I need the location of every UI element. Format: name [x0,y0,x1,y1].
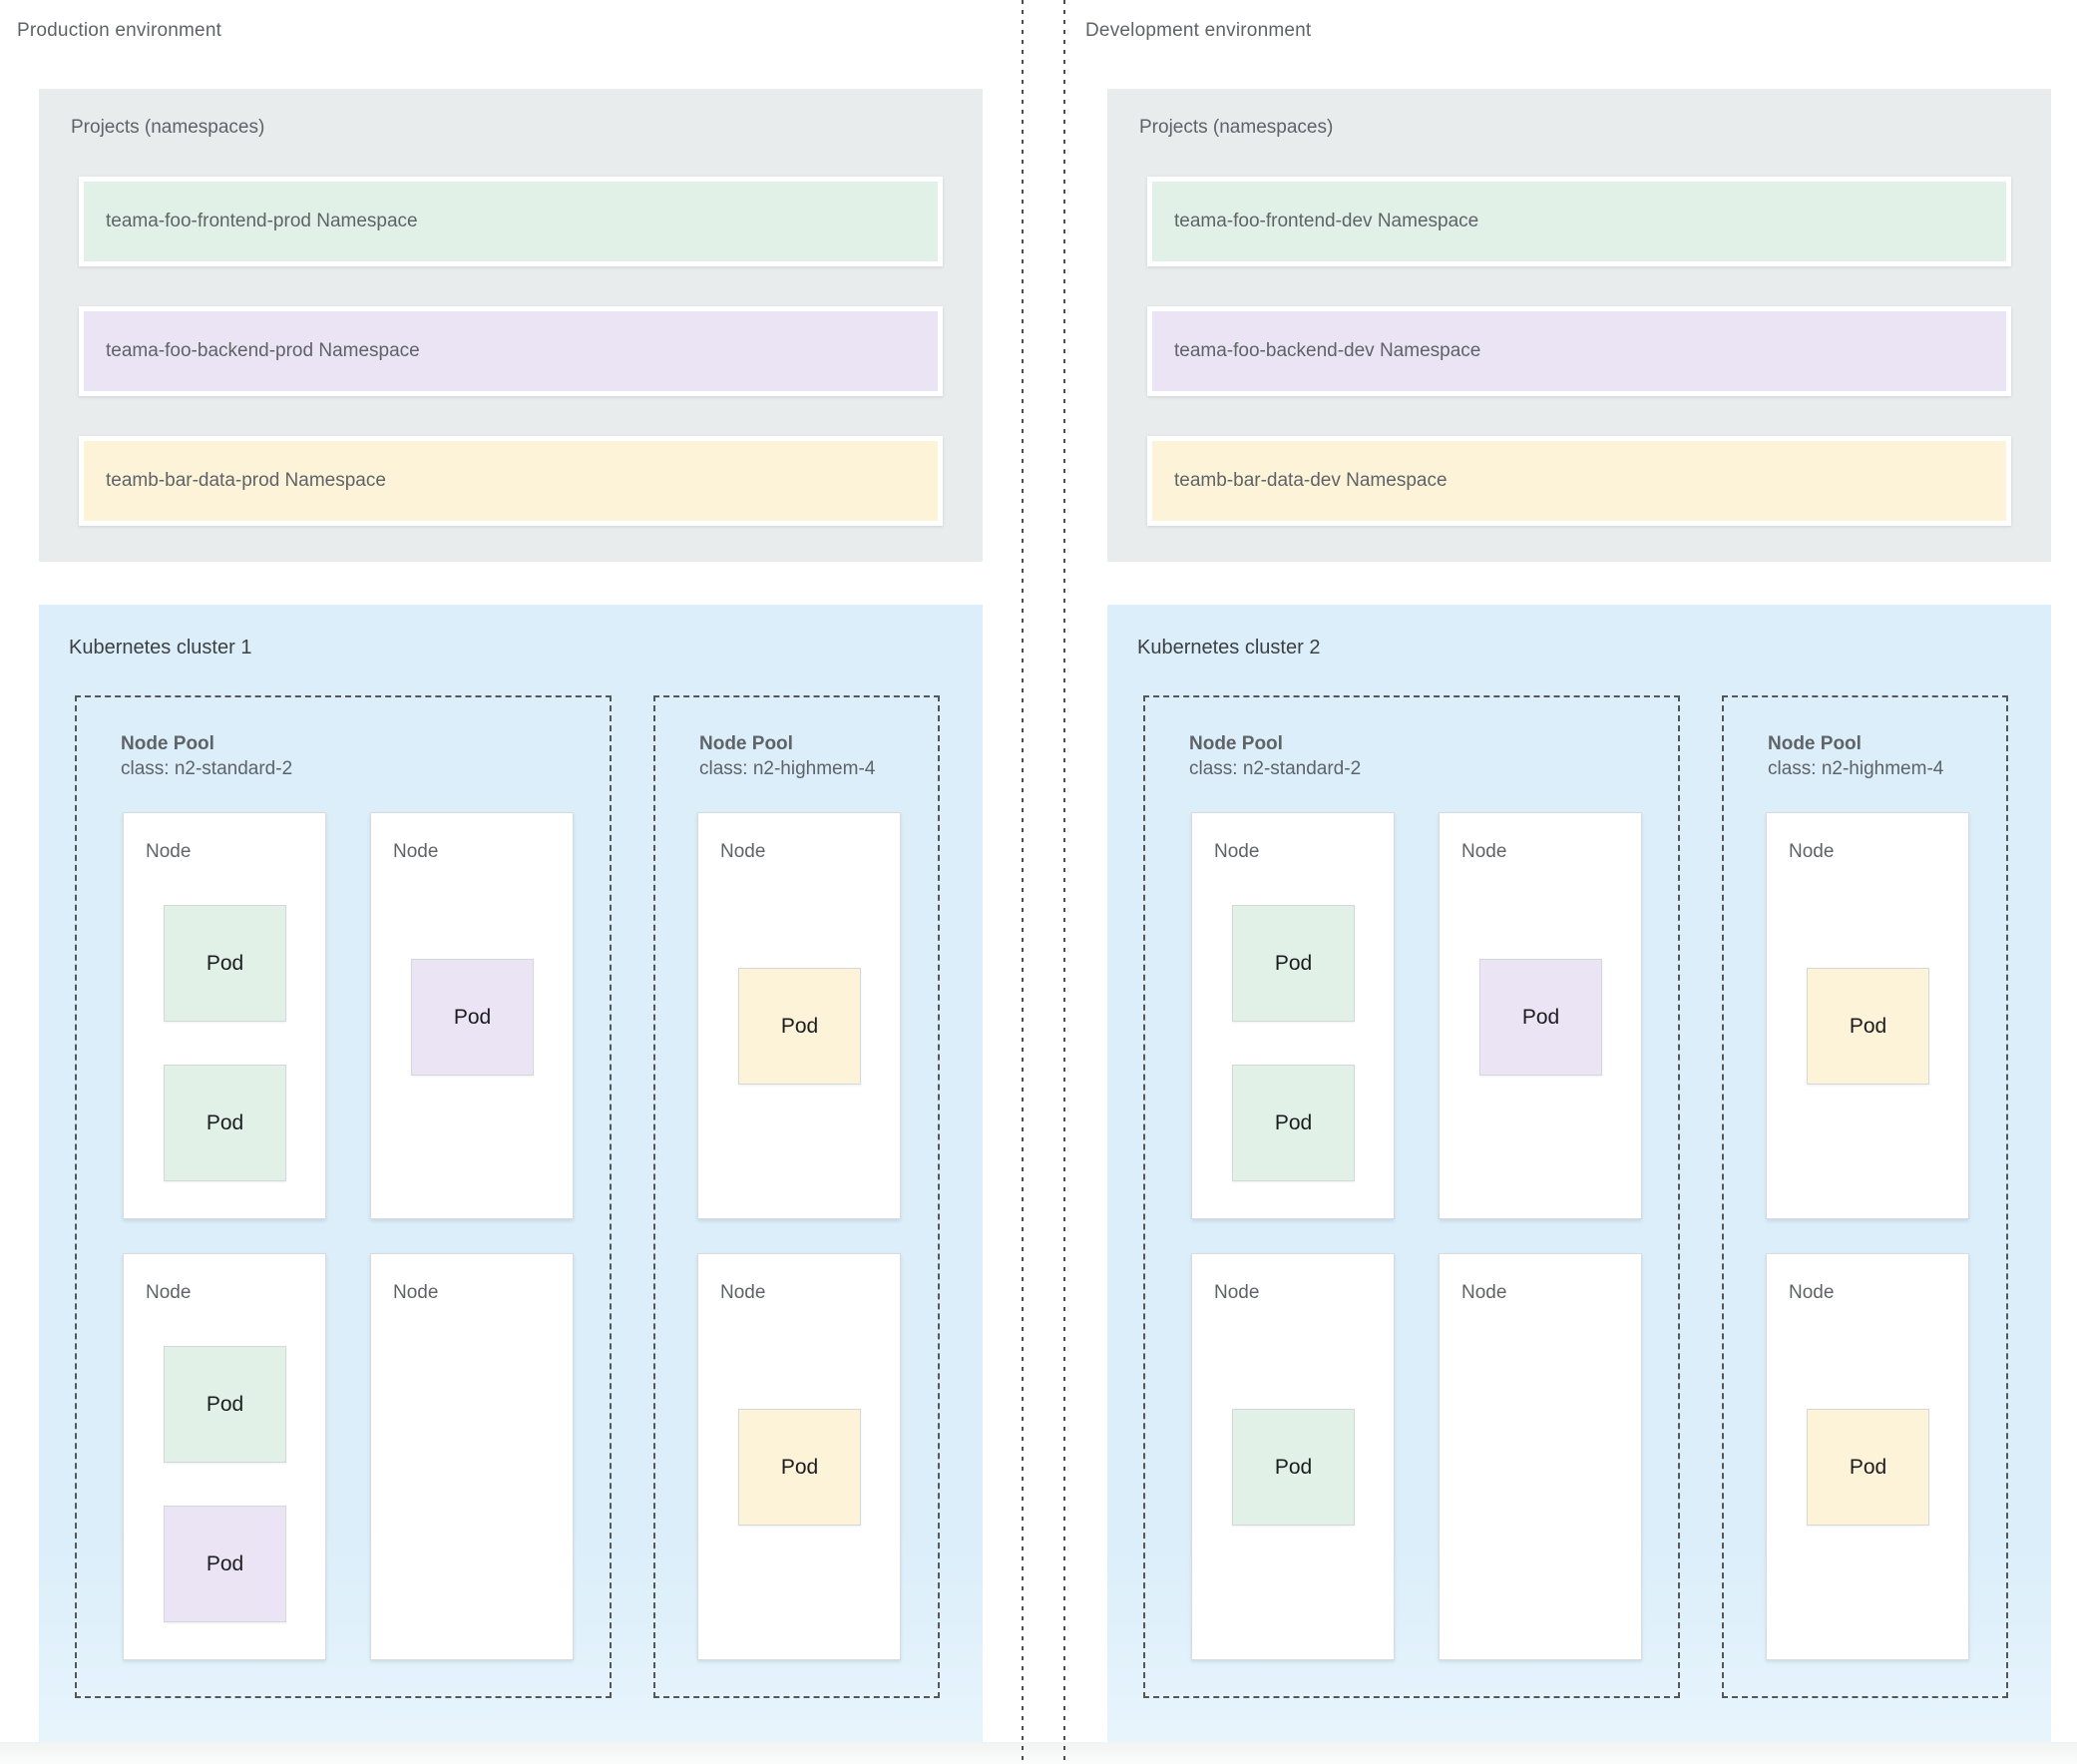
node-label: Node [1214,841,1260,862]
pod: Pod [164,1346,286,1463]
node-pool-title: Node Pool [1768,733,1862,754]
pod-label: Pod [1849,1455,1887,1479]
node-pool-header: Node Pool class: n2-highmem-4 [699,731,875,781]
pod: Pod [1807,968,1929,1085]
namespace-bar: teama-foo-frontend-dev Namespace [1147,177,2011,266]
node-pool: Node Pool class: n2-standard-2 Node Pod … [75,695,612,1698]
node-label: Node [1789,1282,1835,1303]
cluster-title: Kubernetes cluster 2 [1137,637,1321,659]
node-pool-header: Node Pool class: n2-standard-2 [1189,731,1361,781]
pod: Pod [1232,905,1355,1022]
pod: Pod [164,1506,286,1622]
pod: Pod [1232,1409,1355,1526]
node: Node Pod [1766,1253,1969,1660]
environment-divider-line-left [1022,0,1024,1764]
node: Node Pod [1439,812,1642,1219]
pod-label: Pod [206,1392,244,1416]
namespace-bar-fill: teama-foo-frontend-prod Namespace [84,182,938,261]
node-pool-class: class: n2-highmem-4 [1768,758,1944,779]
namespace-bar: teama-foo-backend-prod Namespace [79,306,943,396]
namespace-label: teama-foo-backend-dev Namespace [1174,340,1481,361]
pod-label: Pod [1274,1110,1313,1134]
pod: Pod [1479,959,1602,1076]
node-pool-class: class: n2-highmem-4 [699,758,876,779]
node-label: Node [1789,841,1835,862]
node: Node [370,1253,574,1660]
node-label: Node [1461,841,1507,862]
namespace-bar-fill: teamb-bar-data-prod Namespace [84,441,938,521]
node: Node Pod [370,812,574,1219]
pod: Pod [738,968,861,1085]
node-label: Node [720,1282,766,1303]
environment-column-production: Production environment Projects (namespa… [0,0,1009,1764]
node-pool: Node Pool class: n2-standard-2 Node Pod … [1143,695,1680,1698]
namespace-bar-fill: teama-foo-backend-dev Namespace [1152,311,2006,391]
pod-label: Pod [453,1005,492,1029]
node-pool-header: Node Pool class: n2-standard-2 [121,731,292,781]
node: Node Pod [697,812,901,1219]
namespace-label: teama-foo-frontend-dev Namespace [1174,211,1479,231]
node-label: Node [393,841,439,862]
node-pool-header: Node Pool class: n2-highmem-4 [1768,731,1943,781]
pod-label: Pod [780,1455,819,1479]
node-label: Node [1461,1282,1507,1303]
pod-label: Pod [206,1110,244,1134]
namespace-bar-fill: teamb-bar-data-dev Namespace [1152,441,2006,521]
namespace-bar: teama-foo-backend-dev Namespace [1147,306,2011,396]
kubernetes-cluster-box: Kubernetes cluster 2 Node Pool class: n2… [1107,605,2051,1742]
node: Node Pod [1191,1253,1395,1660]
pod: Pod [1807,1409,1929,1526]
node-pool-title: Node Pool [121,733,214,754]
pod: Pod [411,959,534,1076]
pod-label: Pod [1849,1014,1887,1038]
node: Node [1439,1253,1642,1660]
node-pool: Node Pool class: n2-highmem-4 Node Pod N… [1722,695,2008,1698]
pod: Pod [164,1065,286,1181]
namespace-bar: teamb-bar-data-dev Namespace [1147,436,2011,526]
node-pool-class: class: n2-standard-2 [1189,758,1362,779]
namespace-bar-fill: teama-foo-backend-prod Namespace [84,311,938,391]
projects-title: Projects (namespaces) [71,117,265,138]
namespace-label: teamb-bar-data-dev Namespace [1174,470,1448,491]
cluster-title: Kubernetes cluster 1 [69,637,252,659]
environment-label: Production environment [17,20,222,41]
node-pool-class: class: n2-standard-2 [121,758,293,779]
pod-label: Pod [206,1551,244,1575]
environment-label: Development environment [1085,20,1312,41]
pod-label: Pod [1274,951,1313,975]
node-label: Node [146,1282,192,1303]
projects-namespaces-box: Projects (namespaces) teama-foo-frontend… [39,89,983,562]
environment-column-development: Development environment Projects (namesp… [1068,0,2077,1764]
pod-label: Pod [206,951,244,975]
namespace-bar: teamb-bar-data-prod Namespace [79,436,943,526]
node: Node Pod [697,1253,901,1660]
namespace-label: teama-foo-frontend-prod Namespace [106,211,418,231]
namespace-label: teamb-bar-data-prod Namespace [106,470,386,491]
projects-namespaces-box: Projects (namespaces) teama-foo-frontend… [1107,89,2051,562]
kubernetes-cluster-box: Kubernetes cluster 1 Node Pool class: n2… [39,605,983,1742]
node-pool: Node Pool class: n2-highmem-4 Node Pod N… [653,695,940,1698]
node: Node Pod Pod [1191,812,1395,1219]
pod-label: Pod [780,1014,819,1038]
pod-label: Pod [1274,1455,1313,1479]
namespace-label: teama-foo-backend-prod Namespace [106,340,420,361]
pod-label: Pod [1521,1005,1560,1029]
node-label: Node [1214,1282,1260,1303]
pod: Pod [738,1409,861,1526]
namespace-bar-fill: teama-foo-frontend-dev Namespace [1152,182,2006,261]
node: Node Pod Pod [123,812,326,1219]
node-label: Node [146,841,192,862]
node-label: Node [720,841,766,862]
projects-title: Projects (namespaces) [1139,117,1334,138]
node-pool-title: Node Pool [699,733,793,754]
node: Node Pod Pod [123,1253,326,1660]
page-bottom-strip [0,1742,2077,1764]
environment-divider-line-right [1063,0,1065,1764]
pod: Pod [164,905,286,1022]
pod: Pod [1232,1065,1355,1181]
node-label: Node [393,1282,439,1303]
node: Node Pod [1766,812,1969,1219]
node-pool-title: Node Pool [1189,733,1283,754]
namespace-bar: teama-foo-frontend-prod Namespace [79,177,943,266]
